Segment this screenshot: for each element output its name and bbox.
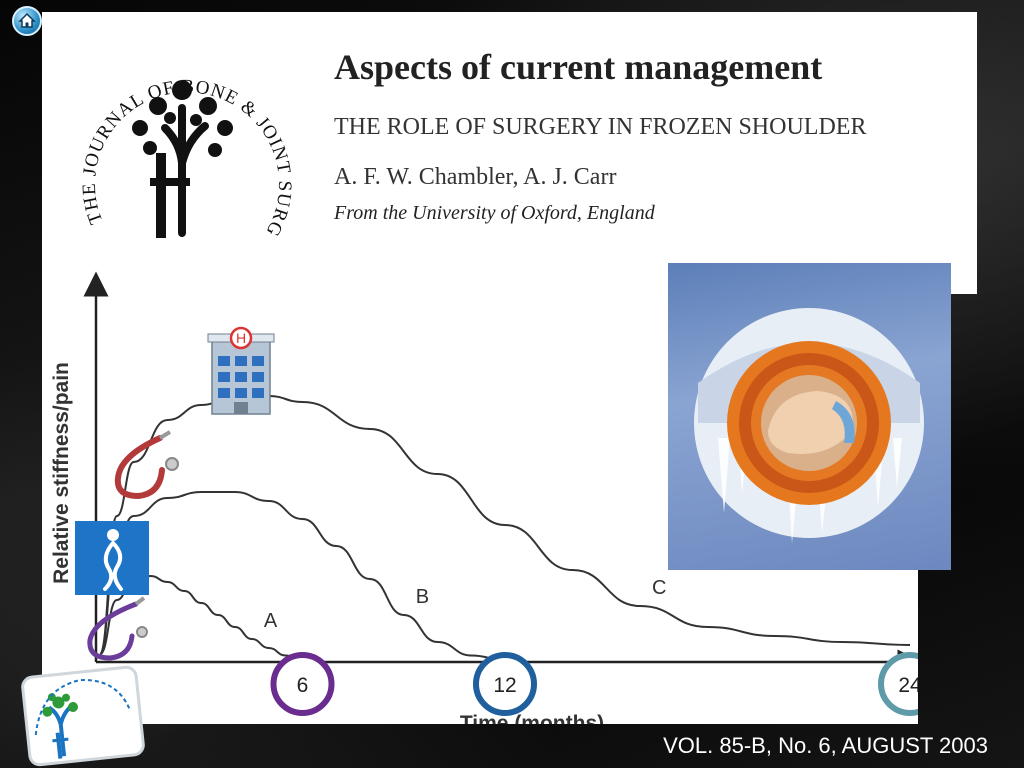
person-figure-icon: [75, 521, 149, 595]
x-marker-label: 6: [297, 674, 309, 697]
x-marker-label: 12: [493, 674, 516, 697]
stiffness-time-chart: Relative stiffness/pain Time (months) A B…: [50, 271, 918, 724]
series-label-b: B: [416, 586, 429, 608]
stethoscope-icon: [114, 430, 179, 500]
series-label-a: A: [264, 610, 278, 632]
x-axis-label: Time (months): [460, 712, 604, 724]
series-label-c: C: [652, 577, 666, 599]
article-affiliation: From the University of Oxford, England: [334, 202, 655, 224]
slide-title: Aspects of current management: [334, 47, 823, 87]
hospital-building-icon: H: [207, 326, 275, 415]
journal-logo-badge: [21, 665, 145, 767]
x-marker-circle: [473, 652, 537, 716]
home-button[interactable]: [12, 6, 42, 36]
slide-header-extension: [918, 12, 977, 294]
x-marker-12: 12: [473, 652, 537, 716]
x-marker-6: 6: [270, 652, 335, 716]
x-marker-circle: [878, 652, 918, 716]
frozen-shoulder-photo: [668, 263, 951, 570]
footer-citation: VOL. 85-B, No. 6, AUGUST 2003: [663, 733, 988, 758]
stethoscope-icon-small: [87, 596, 148, 661]
series-line-b: [99, 491, 506, 661]
x-marker-24: 24: [878, 652, 918, 716]
x-marker-layer: 6 12 24: [270, 652, 918, 716]
article-subtitle: THE ROLE OF SURGERY IN FROZEN SHOULDER: [334, 114, 867, 140]
tree-icon: [132, 80, 233, 238]
x-marker-circle: [270, 652, 335, 716]
y-axis-label: Relative stiffness/pain: [50, 362, 73, 584]
article-authors: A. F. W. Chambler, A. J. Carr: [334, 164, 617, 190]
journal-logo: THE JOURNAL OF BONE & JOINT SURGERY (Br): [70, 28, 294, 240]
svg-text:H: H: [236, 330, 246, 346]
x-marker-label: 24: [898, 674, 918, 697]
home-icon: [18, 12, 36, 28]
